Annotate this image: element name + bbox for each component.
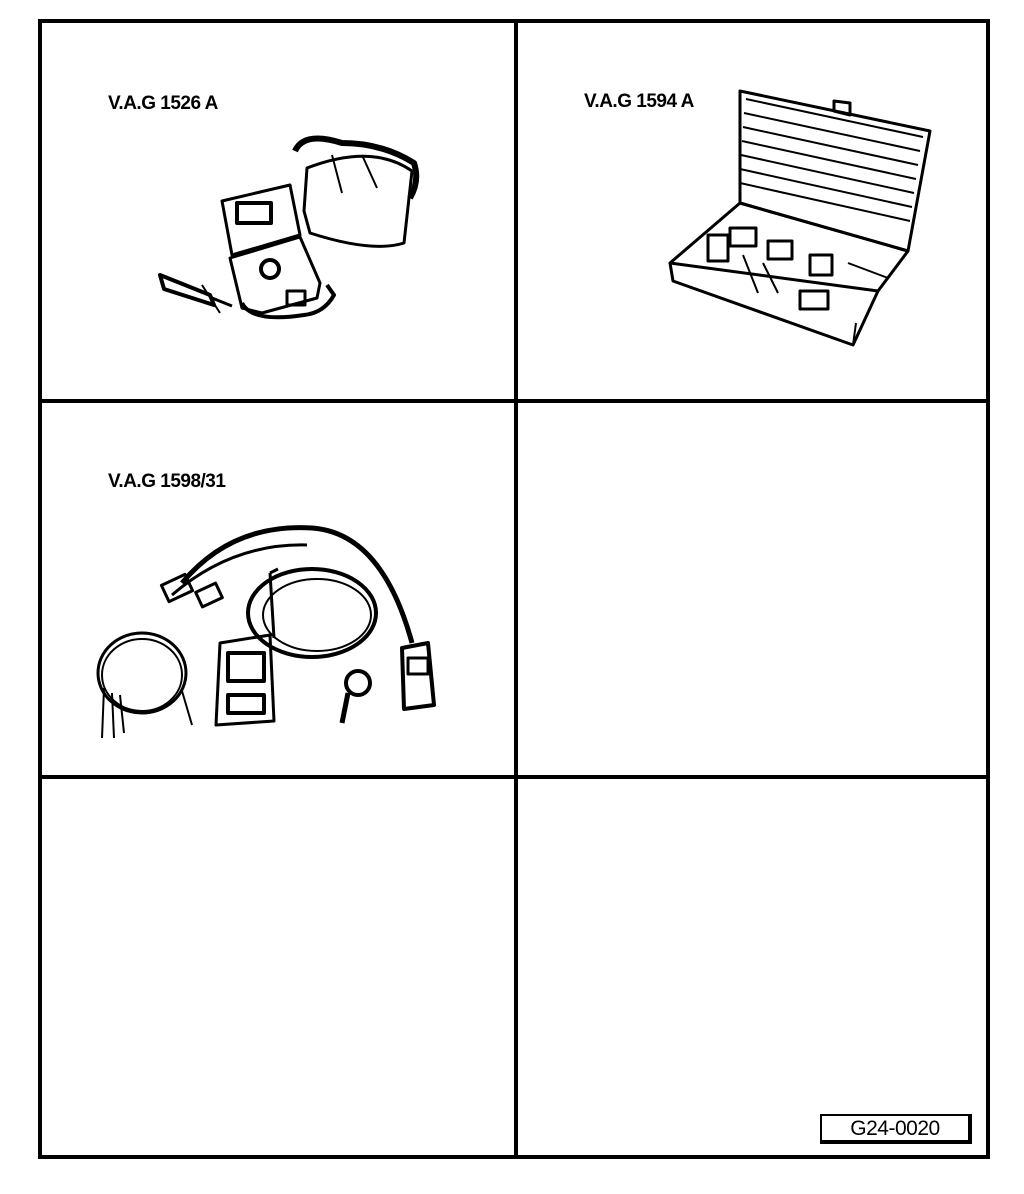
test-cable-set-icon (96, 525, 436, 739)
tool-cell-6: G24-0020 (518, 779, 986, 1155)
tool-grid: V.A.G 1526 A V.A.G 1594 A (38, 19, 990, 1159)
tool-cell-1: V.A.G 1526 A (42, 23, 514, 399)
tool-label: V.A.G 1526 A (108, 93, 218, 114)
grid-divider-row-2 (42, 775, 986, 779)
tool-cell-5 (42, 779, 514, 1155)
tool-cell-2: V.A.G 1594 A (518, 23, 986, 399)
tool-cell-3: V.A.G 1598/31 (42, 403, 514, 775)
tool-label: V.A.G 1598/31 (108, 471, 226, 492)
multimeter-with-case-icon (158, 135, 420, 320)
grid-divider-row-1 (42, 399, 986, 403)
adapter-case-icon (668, 89, 932, 347)
tool-cell-4 (518, 403, 986, 775)
figure-code: G24-0020 (820, 1114, 972, 1144)
tool-label: V.A.G 1594 A (584, 91, 694, 112)
grid-divider-vertical (514, 23, 518, 1155)
